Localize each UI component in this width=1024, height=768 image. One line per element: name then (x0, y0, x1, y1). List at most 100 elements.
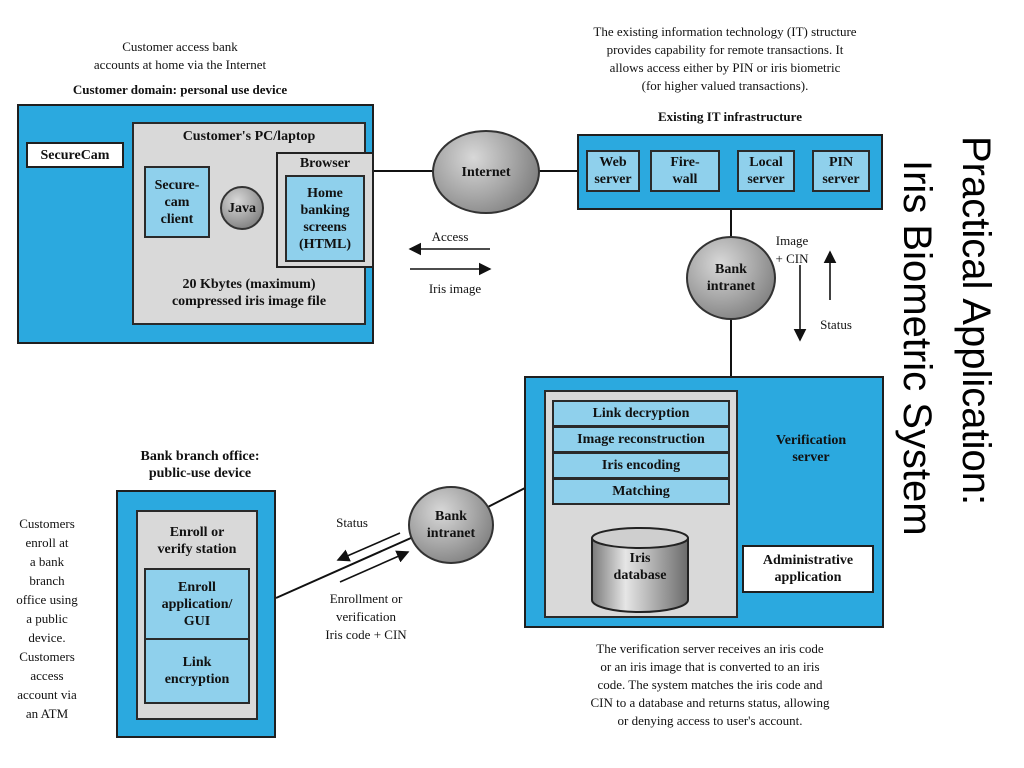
file-note-line: compressed iris image file (171, 294, 327, 309)
customer-domain-heading: Customer domain: personal use device (72, 82, 288, 97)
link-encryption-box: Link encryption (144, 638, 250, 704)
left-note: Customers enroll at a bank branch office… (2, 514, 92, 723)
it-infra-heading: Existing IT infrastructure (658, 109, 802, 124)
server-line: PIN (828, 155, 854, 170)
link-enc-line: encryption (164, 672, 230, 687)
link-decryption-box: Link decryption (552, 400, 730, 427)
internet-circle: Internet (432, 130, 540, 214)
note-line: or denying access to user's account. (617, 713, 803, 728)
file-size-note: 20 Kbytes (maximum) compressed iris imag… (132, 276, 366, 310)
enrollment-line: Enrollment or (329, 591, 403, 606)
server-line: Fire- (670, 155, 700, 170)
client-line: Secure- (154, 177, 200, 193)
web-server-box: Web server (586, 150, 640, 192)
intranet-line: intranet (706, 279, 756, 294)
title-line2: Iris Biometric System (895, 160, 939, 536)
note-line: Customers (19, 649, 75, 664)
verification-line: Verification (775, 433, 847, 448)
note-line: (for higher valued transactions). (641, 78, 809, 93)
matching-box: Matching (552, 478, 730, 505)
intranet-line: intranet (426, 526, 476, 541)
bank-intranet-bottom-label: Bank intranet (427, 508, 475, 542)
top-left-note: Customer access bank accounts at home vi… (30, 38, 330, 74)
note-line: an ATM (25, 706, 69, 721)
status-left-label: Status (336, 515, 368, 530)
administrative-application-box: Administrative application (742, 545, 874, 593)
status-right-label: Status (820, 317, 852, 332)
server-line: Web (599, 155, 627, 170)
firewall-box: Fire-wall (650, 150, 720, 192)
image-cin-line: + CIN (775, 251, 809, 266)
local-server-box: Local server (737, 150, 795, 192)
home-banking-line: screens (303, 219, 347, 235)
server-line: server (747, 172, 785, 187)
enroll-app-line: application/ (161, 596, 233, 612)
database-line: database (613, 568, 667, 583)
file-note-line: 20 Kbytes (maximum) (182, 277, 316, 292)
bank-intranet-top-label: Bank intranet (707, 261, 755, 295)
note-line: CIN to a database and returns status, al… (590, 695, 830, 710)
intranet-line: Bank (435, 509, 467, 524)
note-line: office using (16, 592, 78, 607)
java-circle: Java (220, 186, 264, 230)
enroll-app-line: Enroll (178, 579, 216, 595)
branch-heading-line: Bank branch office: (140, 449, 260, 464)
access-label: Access (431, 229, 469, 244)
note-line: access (30, 668, 64, 683)
verification-line: server (792, 450, 830, 465)
enroll-application-box: Enroll application/ GUI (144, 568, 250, 640)
station-label: Enroll or verify station (136, 524, 258, 558)
server-line: server (594, 172, 632, 187)
title-line1: Practical Application: (954, 136, 998, 506)
image-cin-line: Image (775, 233, 809, 248)
image-cin-label: Image + CIN (762, 232, 822, 268)
securecam-box: SecureCam (26, 142, 124, 168)
iris-database-label: Iris database (590, 550, 690, 584)
note-line: provides capability for remote transacti… (606, 42, 844, 57)
top-right-note: The existing information technology (IT)… (545, 23, 905, 95)
server-line: server (822, 172, 860, 187)
note-line: Customers (19, 516, 75, 531)
securecam-client-box: Secure- cam client (144, 166, 210, 238)
enrollment-line: verification (336, 609, 396, 624)
admin-line: Administrative (762, 553, 854, 568)
verification-server-label: Verification server (746, 432, 876, 466)
note-line: a public (26, 611, 68, 626)
client-line: client (160, 211, 194, 227)
enroll-app-line: GUI (183, 613, 211, 629)
server-line: Local (749, 155, 783, 170)
note-line: code. The system matches the iris code a… (597, 677, 823, 692)
iris-image-label: Iris image (428, 281, 482, 296)
station-line: verify station (157, 542, 237, 557)
server-line: wall (672, 172, 698, 187)
internet-label: Internet (461, 164, 511, 180)
note-line: account via (17, 687, 77, 702)
bottom-right-note: The verification server receives an iris… (535, 640, 885, 730)
link-enc-line: Link (182, 655, 212, 670)
client-line: cam (164, 194, 190, 210)
intranet-line: Bank (715, 262, 747, 277)
enrollment-line: Iris code + CIN (325, 627, 407, 642)
home-banking-box: Home banking screens (HTML) (285, 175, 365, 262)
home-banking-line: (HTML) (298, 236, 352, 252)
note-line: enroll at (25, 535, 69, 550)
branch-heading-line: public-use device (148, 466, 252, 481)
note-line: or an iris image that is converted to an… (600, 659, 820, 674)
branch-heading: Bank branch office: public-use device (110, 448, 290, 482)
note-line: branch (29, 573, 65, 588)
note-line: allows access either by PIN or iris biom… (609, 60, 841, 75)
browser-label: Browser (299, 156, 351, 171)
database-line: Iris (629, 551, 651, 566)
home-banking-line: banking (300, 202, 350, 218)
note-line: The verification server receives an iris… (596, 641, 824, 656)
note-line: The existing information technology (IT)… (593, 24, 857, 39)
java-label: Java (228, 200, 256, 216)
iris-database-cylinder (591, 527, 689, 613)
home-banking-line: Home (307, 185, 343, 201)
bank-intranet-top-circle: Bank intranet (686, 236, 776, 320)
note-line: device. (28, 630, 66, 645)
iris-encoding-box: Iris encoding (552, 452, 730, 479)
note-line: accounts at home via the Internet (93, 57, 267, 72)
enrollment-note: Enrollment or verification Iris code + C… (306, 590, 426, 644)
note-line: Customer access bank (122, 39, 238, 54)
